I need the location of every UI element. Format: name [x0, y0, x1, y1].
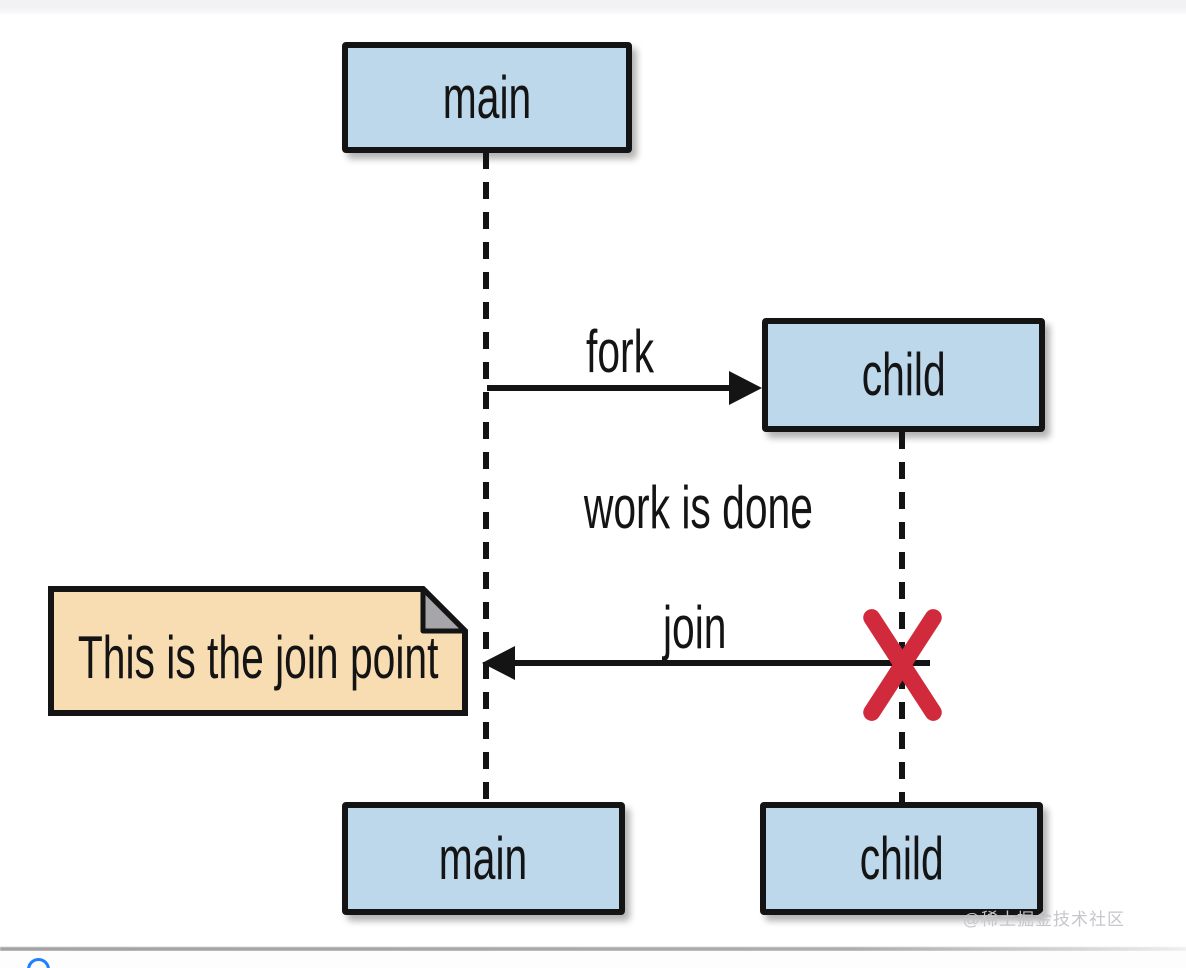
note-text: This is the join point: [77, 624, 439, 691]
main-lifeline: [483, 152, 489, 804]
note-shape: [48, 586, 468, 716]
actor-label-main-bottom: main: [439, 824, 528, 892]
note-fold-icon: [420, 586, 468, 634]
actor-box-main-top: main: [342, 42, 632, 153]
actor-label-main-top: main: [442, 63, 532, 131]
work-is-done-label: work is done: [583, 474, 813, 541]
content-card-bottom-shadow: [0, 947, 1186, 951]
join-label: join: [663, 594, 727, 661]
actor-box-child-top: child: [762, 318, 1045, 432]
actor-box-main-bottom: main: [342, 802, 625, 915]
thread-end-x-icon: [856, 605, 948, 725]
join-arrowhead-icon: [482, 646, 515, 680]
actor-box-child-bottom: child: [760, 802, 1043, 915]
join-arrow-line: [510, 660, 930, 666]
actor-label-child-bottom: child: [859, 824, 944, 892]
note: This is the join point: [48, 586, 468, 716]
child-lifeline: [899, 432, 905, 804]
fork-arrowhead-icon: [729, 371, 762, 405]
actor-label-child-top: child: [861, 341, 946, 408]
below-card-area: [0, 951, 1186, 968]
watermark: @稀土掘金技术社区: [962, 910, 1125, 929]
partial-link-icon[interactable]: [27, 958, 50, 968]
fork-arrow-line: [487, 385, 735, 391]
page-top-band: [0, 0, 1186, 14]
fork-label: fork: [585, 318, 655, 385]
